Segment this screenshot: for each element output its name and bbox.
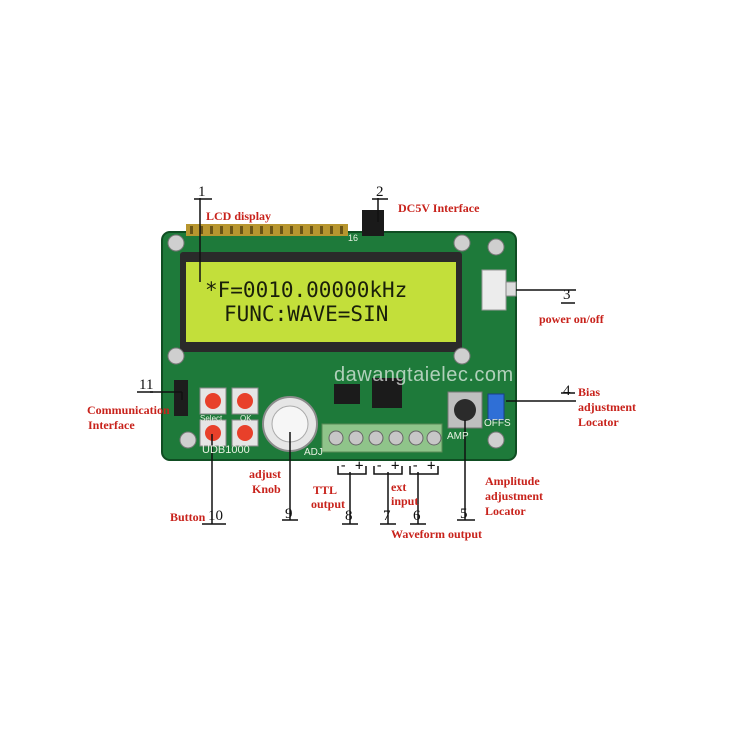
- callout-label-power-on-off: power on/off: [539, 312, 604, 326]
- pin-header: [186, 224, 348, 236]
- callout-number-7: 7: [383, 508, 391, 524]
- silk-offs: OFFS: [484, 418, 511, 429]
- bias-pot: [487, 393, 505, 421]
- callout-label-dc5v-interface: DC5V Interface: [398, 201, 480, 215]
- callout-label-knob-line-2: Knob: [252, 482, 281, 496]
- comm-header: [174, 380, 188, 416]
- callout-number-5: 5: [460, 506, 468, 522]
- polarity-minus-2: -: [375, 458, 384, 474]
- callout-number-2: 2: [376, 184, 384, 200]
- lcd-line-2: FUNC:WAVE=SIN: [224, 302, 389, 326]
- callout-label-knob-line-1: adjust: [249, 467, 282, 481]
- power-switch: [481, 269, 507, 311]
- silk-select: Select: [200, 414, 223, 423]
- polarity-plus-3: +: [427, 458, 436, 474]
- leader-lines: [137, 198, 576, 525]
- callout-label-waveform-output: Waveform output: [391, 527, 482, 541]
- dc-jack: [362, 210, 384, 236]
- buttons: [199, 387, 259, 447]
- silk-model: UDB1000: [202, 444, 250, 456]
- polarity-plus-1: +: [355, 458, 364, 474]
- chip-2: [372, 378, 402, 408]
- callout-number-9: 9: [285, 506, 293, 522]
- polarity-minus-1: -: [339, 458, 348, 474]
- callout-label-button: Button: [170, 510, 206, 524]
- silk-adj: ADJ: [304, 447, 323, 458]
- pin-header-pins: [190, 226, 343, 234]
- callout-label-communication-line-2: Interface: [88, 418, 135, 432]
- callout-number-11: 11: [139, 377, 154, 393]
- callout-number-10: 10: [208, 508, 223, 524]
- callout-label-lcd-display: LCD display: [206, 209, 272, 223]
- callout-label-amplitude-line-1: Amplitude: [485, 474, 540, 488]
- silk-pin16: 16: [348, 233, 359, 243]
- callout-number-3: 3: [563, 287, 571, 303]
- callout-label-ext-line-2: input: [391, 494, 419, 508]
- silk-ok: OK: [240, 414, 252, 423]
- callout-number-1: 1: [198, 184, 206, 200]
- power-switch-slider: [505, 281, 517, 297]
- callout-label-ttl-line-2: output: [311, 497, 346, 511]
- callout-label-communication-line-1: Communication: [87, 403, 170, 417]
- callout-label-ttl-line-1: TTL: [313, 483, 338, 497]
- lcd-line-1: *F=0010.00000kHz: [205, 278, 408, 302]
- polarity-plus-2: +: [391, 458, 400, 474]
- callout-number-6: 6: [413, 508, 421, 524]
- terminal-screws: [328, 430, 442, 446]
- callout-label-bias-line-2: adjustment: [578, 400, 637, 414]
- callout-label-amplitude-line-2: adjustment: [485, 489, 544, 503]
- callout-label-bias-line-1: Bias: [578, 385, 601, 399]
- chip-1: [334, 384, 360, 404]
- watermark: dawangtaielec.com: [334, 364, 514, 386]
- callout-label-bias-line-3: Locator: [578, 415, 619, 429]
- mounting-screws: [167, 234, 505, 449]
- callout-label-ext-line-1: ext: [391, 480, 407, 494]
- callout-label-amplitude-line-3: Locator: [485, 504, 526, 518]
- silk-amp: AMP: [447, 431, 469, 442]
- callout-number-4: 4: [563, 383, 571, 399]
- callout-number-8: 8: [345, 508, 353, 524]
- lcd-screen: [186, 262, 456, 342]
- polarity-minus-3: -: [411, 458, 420, 474]
